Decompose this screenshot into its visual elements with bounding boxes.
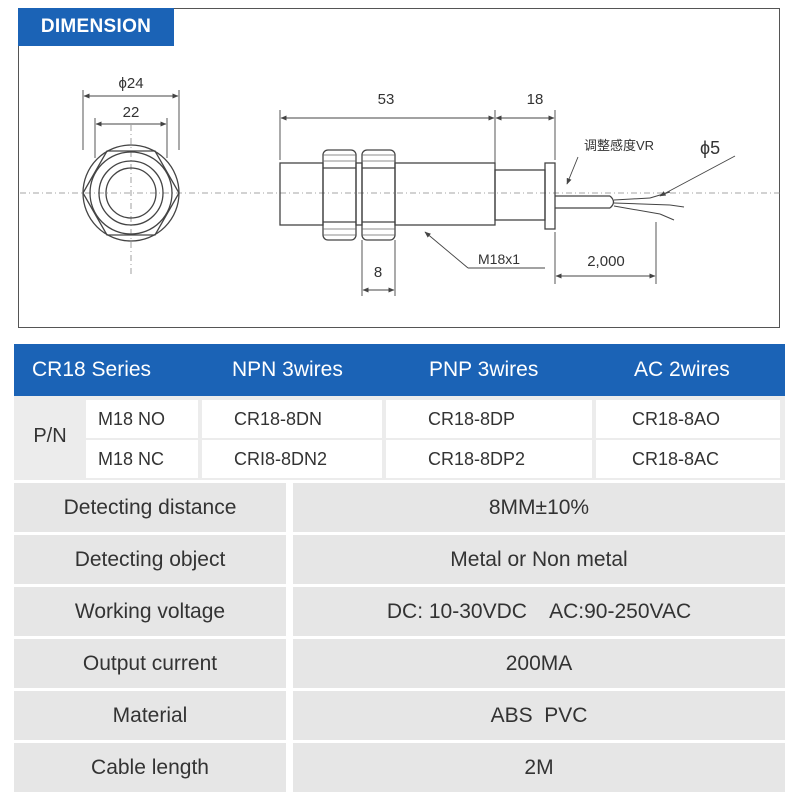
dim-53-label: 53 (378, 91, 395, 108)
dimension-drawing: ϕ24 22 (20, 75, 780, 296)
spec-value: Metal or Non metal (293, 535, 785, 584)
spec-label: Output current (14, 639, 286, 688)
dimension-title-tag: DIMENSION (18, 8, 174, 46)
spec-value: 200MA (293, 639, 785, 688)
spec-label: Material (14, 691, 286, 740)
dim-phi5-label: ϕ5 (700, 138, 720, 158)
header-series: CR18 Series (32, 358, 152, 381)
pn-type-cell: M18 NO (86, 400, 198, 438)
spec-value: DC: 10-30VDC AC:90-250VAC (293, 587, 785, 636)
vr-adjust-label: 调整感度VR (584, 138, 654, 153)
spec-value: 2M (293, 743, 785, 792)
pn-type-cell: M18 NC (86, 440, 198, 478)
pn-pnp-cell: CR18-8DP2 (386, 440, 592, 478)
header-npn: NPN 3wires (232, 358, 343, 381)
header-pnp: PNP 3wires (429, 358, 539, 381)
header-ac: AC 2wires (634, 358, 730, 381)
front-view-nut (82, 144, 180, 242)
spec-value: ABS PVC (293, 691, 785, 740)
spec-label: Detecting distance (14, 483, 286, 532)
side-dimensions (279, 110, 736, 296)
spec-row-cable-length: Cable length 2M (14, 743, 785, 792)
front-dimensions (82, 90, 180, 158)
thread-hatching (323, 154, 395, 236)
dim-8-label: 8 (374, 264, 382, 281)
dim-18-label: 18 (527, 91, 544, 108)
dim-2000-label: 2,000 (587, 253, 625, 270)
dim-phi24-label: ϕ24 (118, 75, 143, 92)
pn-table-header: CR18 Series NPN 3wires PNP 3wires AC 2wi… (14, 344, 785, 396)
pn-pnp-cell: CR18-8DP (386, 400, 592, 438)
pn-npn-cell: CRI8-8DN2 (202, 440, 382, 478)
cable-wires (613, 191, 685, 221)
spec-row-output-current: Output current 200MA (14, 639, 785, 688)
spec-row-detecting-distance: Detecting distance 8MM±10% (14, 483, 785, 532)
pn-label: P/N (33, 424, 67, 447)
thread-label: M18x1 (478, 251, 520, 267)
side-view-body (279, 149, 615, 241)
dim-22-label: 22 (123, 104, 140, 121)
spec-row-detecting-object: Detecting object Metal or Non metal (14, 535, 785, 584)
spec-label: Detecting object (14, 535, 286, 584)
spec-label: Cable length (14, 743, 286, 792)
spec-row-working-voltage: Working voltage DC: 10-30VDC AC:90-250VA… (14, 587, 785, 636)
spec-row-material: Material ABS PVC (14, 691, 785, 740)
spec-label: Working voltage (14, 587, 286, 636)
spec-value: 8MM±10% (293, 483, 785, 532)
pn-ac-cell: CR18-8AC (596, 440, 780, 478)
pn-npn-cell: CR18-8DN (202, 400, 382, 438)
pn-ac-cell: CR18-8AO (596, 400, 780, 438)
